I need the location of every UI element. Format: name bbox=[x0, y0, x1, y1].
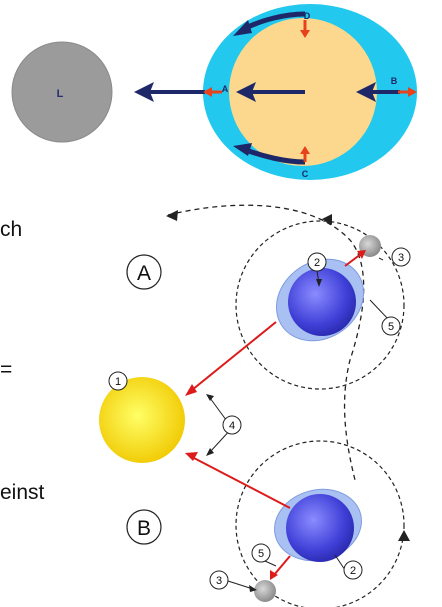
text-fragment-3: einst bbox=[0, 481, 45, 504]
sun bbox=[99, 377, 185, 463]
callout-2a: 2 bbox=[307, 252, 327, 272]
callout-2b-text: 2 bbox=[350, 565, 356, 577]
callout-3a: 3 bbox=[391, 247, 411, 267]
moon-gravity-arrow-b-head bbox=[270, 570, 278, 580]
red-force-c-head bbox=[300, 146, 310, 154]
callout-3b: 3 bbox=[209, 570, 229, 590]
point-label-c: C bbox=[302, 169, 309, 179]
panel-label-b: B bbox=[126, 509, 162, 545]
force-arrow-d-head bbox=[233, 20, 252, 36]
moon-orbit-a bbox=[235, 220, 405, 390]
callout-4-text: 4 bbox=[229, 420, 235, 432]
point-label-b: B bbox=[391, 76, 398, 86]
callout-4b-head bbox=[206, 448, 214, 456]
red-force-b-head bbox=[408, 87, 417, 97]
sun-earth-moon-diagram: 1 2 3 5 4 2 5 3 A B bbox=[99, 204, 411, 607]
moon-gravity-arrow-a bbox=[344, 253, 362, 267]
moon-gravity-arrow-b bbox=[273, 555, 291, 576]
callout-5a: 5 bbox=[381, 316, 401, 336]
callout-3a-text: 3 bbox=[398, 252, 404, 264]
moon-label: L bbox=[57, 88, 64, 100]
tidal-forces-diagram: L A B C D bbox=[11, 4, 417, 180]
callout-3b-text: 3 bbox=[216, 575, 222, 587]
moon-circle bbox=[11, 41, 113, 143]
red-force-d-head bbox=[300, 30, 310, 38]
force-arrow-a-outer-head bbox=[134, 82, 154, 102]
point-label-a: A bbox=[222, 84, 229, 94]
planet-a bbox=[288, 268, 356, 336]
text-fragment-1: ch bbox=[0, 218, 23, 241]
center-arrow-head bbox=[236, 82, 256, 102]
force-arrow-c-head bbox=[233, 143, 252, 156]
panel-label-a-text: A bbox=[137, 262, 151, 285]
force-arrow-c bbox=[245, 147, 306, 165]
callout-2a-text: 2 bbox=[314, 257, 320, 269]
text-fragment-2: = bbox=[0, 358, 13, 381]
moon-orbit-a-arrow bbox=[322, 214, 332, 225]
moon-gravity-arrow-a-head bbox=[357, 250, 366, 259]
earth-orbit-arrowhead bbox=[166, 210, 178, 221]
callout-5a-text: 5 bbox=[388, 321, 394, 333]
gravity-arrow-b bbox=[191, 456, 291, 509]
gravity-arrow-a-head bbox=[185, 384, 197, 396]
red-force-a-head bbox=[203, 87, 212, 97]
callout-4: 4 bbox=[222, 415, 242, 435]
callout-2b: 2 bbox=[343, 560, 363, 580]
gravity-arrow-b-head bbox=[185, 452, 198, 461]
planet-b bbox=[286, 494, 354, 562]
panel-label-b-text: B bbox=[137, 517, 151, 540]
callout-1: 1 bbox=[108, 371, 128, 391]
moon-orbit-b bbox=[235, 440, 405, 607]
panel-label-a: A bbox=[126, 254, 162, 290]
moon-b bbox=[254, 580, 276, 602]
callout-4a-head bbox=[206, 394, 214, 401]
callout-5b-text: 5 bbox=[258, 548, 264, 560]
gravity-arrow-a bbox=[191, 321, 277, 391]
point-label-d: D bbox=[304, 11, 311, 21]
force-arrow-b-head bbox=[356, 82, 376, 102]
moon-orbit-b-arrow bbox=[398, 530, 410, 541]
callout-5b: 5 bbox=[251, 543, 271, 563]
earth-orbit-path bbox=[167, 204, 365, 481]
callout-1-text: 1 bbox=[115, 376, 121, 388]
callout-3b-head bbox=[249, 585, 257, 592]
force-arrow-d bbox=[244, 11, 306, 31]
callout-2a-head bbox=[316, 279, 322, 287]
